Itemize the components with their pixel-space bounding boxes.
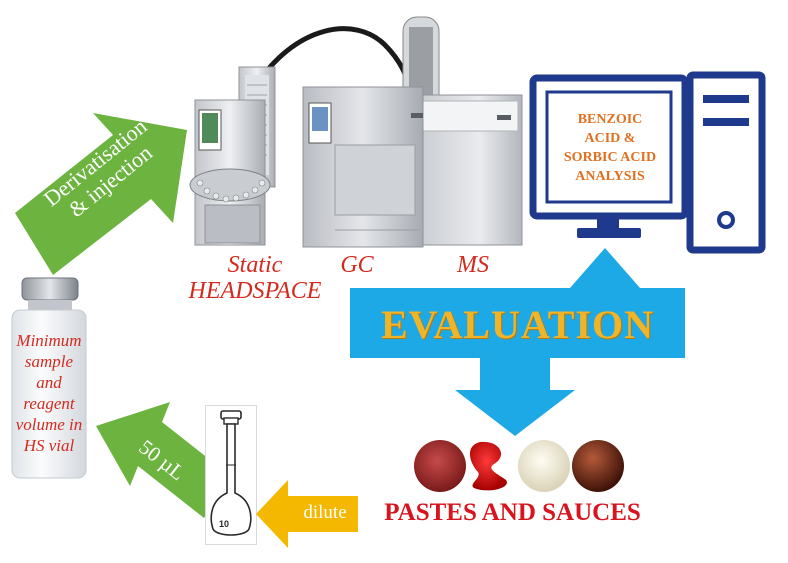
brown-sauce-sample	[572, 440, 624, 492]
headspace-label: HEADSPACE	[188, 278, 322, 304]
derivatisation-arrow	[5, 95, 205, 275]
evaluation-arrow	[345, 240, 690, 440]
50ul-arrow	[88, 400, 233, 525]
vial-line-5: volume in	[15, 415, 83, 434]
ketchup-sample	[469, 441, 507, 491]
vial-text: Minimum sample and reagent volume in HS …	[10, 330, 88, 456]
pastes-sauces-label: PASTES AND SAUCES	[384, 499, 641, 526]
vial-line-4: reagent	[23, 394, 75, 413]
computer-illustration	[525, 70, 775, 260]
instrument-illustration	[185, 5, 530, 255]
monitor-line-2: ACID &	[584, 131, 636, 146]
hs-vial	[8, 276, 90, 482]
tomato-paste-sample	[414, 440, 466, 492]
volumetric-flask: 10	[205, 405, 257, 545]
mayonnaise-sample	[518, 440, 570, 492]
monitor-text: BENZOIC ACID & SORBIC ACID ANALYSIS	[550, 110, 670, 186]
monitor-line-3: SORBIC ACID	[563, 150, 657, 165]
vial-line-2: sample	[24, 352, 74, 371]
monitor-line-4: ANALYSIS	[575, 169, 645, 184]
ms-label: MS	[457, 252, 489, 278]
evaluation-label: EVALUATION	[380, 302, 655, 347]
food-samples	[408, 434, 628, 498]
vial-line-1: Minimum	[16, 331, 82, 350]
dilute-arrow	[252, 474, 362, 554]
static-label: Static	[227, 252, 283, 278]
dilute-label: dilute	[303, 502, 347, 523]
gc-label: GC	[340, 252, 374, 278]
monitor-line-1: BENZOIC	[577, 112, 643, 127]
static-headspace-label: Static HEADSPACE	[180, 252, 330, 304]
svg-text:10: 10	[219, 519, 229, 529]
vial-line-6: HS vial	[23, 436, 75, 455]
vial-line-3: and	[36, 373, 62, 392]
